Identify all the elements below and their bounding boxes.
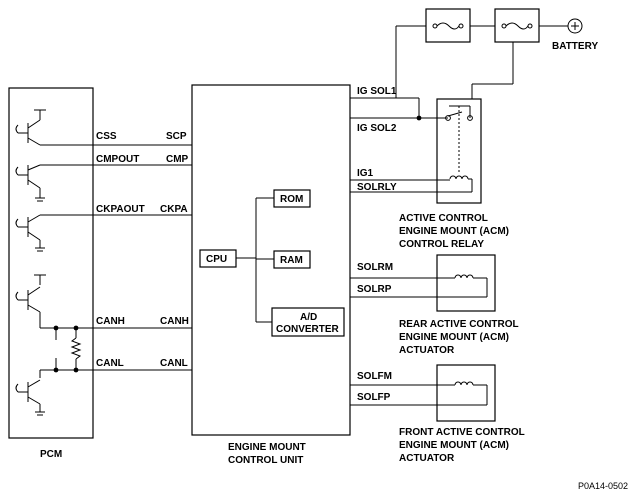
adc-label-line1: A/D [300,312,317,323]
adc-label-line2: CONVERTER [276,324,340,335]
ram-label: RAM [280,255,303,266]
pcm-to-ecu-wires [93,144,192,371]
ecu-pin-cmp: CMP [166,154,189,165]
ecu-pin-canl: CANL [160,358,188,369]
ecu-block: SCP CMP CKPA CANH CANL CPU ROM RAM A/D C… [160,84,397,466]
ecu-pin-canh: CANH [160,316,189,327]
pcm-caption: PCM [40,449,62,460]
pcm-pin-cmpout: CMPOUT [96,154,139,165]
rear-actuator-caption-line2: ENGINE MOUNT (ACM) [399,332,509,343]
ecu-pin-solrm: SOLRM [357,262,393,273]
ecu-pin-ig-sol1: IG SOL1 [357,86,397,97]
battery-circuit: BATTERY [350,8,598,99]
pcm-can-transistors [15,274,93,416]
ecu-caption-line2: CONTROL UNIT [228,455,303,466]
pcm-transistor-ckpaout [15,214,93,252]
pcm-pin-canl: CANL [96,358,124,369]
rom-label: ROM [280,194,303,205]
front-acm-actuator: FRONT ACTIVE CONTROL ENGINE MOUNT (ACM) … [350,364,525,464]
front-actuator-caption-line3: ACTUATOR [399,453,455,464]
pcm-pin-ckpaout: CKPAOUT [96,204,145,215]
ecu-pin-solrp: SOLRP [357,284,392,295]
front-actuator-coil [454,381,474,386]
front-actuator-caption-line2: ENGINE MOUNT (ACM) [399,440,509,451]
rear-actuator-caption-line3: ACTUATOR [399,345,455,356]
rear-actuator-coil [454,274,474,279]
figure-code: P0A14-0502 [578,481,628,491]
pcm-transistor-cmpout [15,164,93,202]
adc-box [271,307,345,337]
ecu-pin-ig-sol2: IG SOL2 [357,123,397,134]
front-actuator-box [436,364,496,422]
ecu-box [191,84,351,436]
rear-actuator-caption-line1: REAR ACTIVE CONTROL [399,319,519,330]
pcm-pin-canh: CANH [96,316,125,327]
battery-label: BATTERY [552,41,598,52]
ecu-pin-ig1: IG1 [357,168,374,179]
ecu-pin-solfm: SOLFM [357,371,392,382]
ecu-pin-solrly: SOLRLY [357,182,397,193]
pcm-box [8,87,94,439]
ecu-pin-solfp: SOLFP [357,392,391,403]
pcm-block: PCM CSS CMPOUT CKPAOUT CANH CANL [8,87,145,460]
relay-caption-line3: CONTROL RELAY [399,239,484,250]
ecu-caption-line1: ENGINE MOUNT [228,442,306,453]
ecu-pin-scp: SCP [166,131,187,142]
acm-control-relay: ACTIVE CONTROL ENGINE MOUNT (ACM) CONTRO… [350,97,509,250]
cpu-label: CPU [206,254,227,265]
pcm-pin-css: CSS [96,131,117,142]
rear-actuator-box [436,254,496,312]
ecu-pin-ckpa: CKPA [160,204,188,215]
pcm-transistor-css [15,109,93,146]
rear-acm-actuator: REAR ACTIVE CONTROL ENGINE MOUNT (ACM) A… [350,254,519,356]
battery-terminal-icon [567,18,583,34]
relay-caption-line2: ENGINE MOUNT (ACM) [399,226,509,237]
relay-coil [449,175,469,180]
relay-caption-line1: ACTIVE CONTROL [399,213,488,224]
front-actuator-caption-line1: FRONT ACTIVE CONTROL [399,427,525,438]
